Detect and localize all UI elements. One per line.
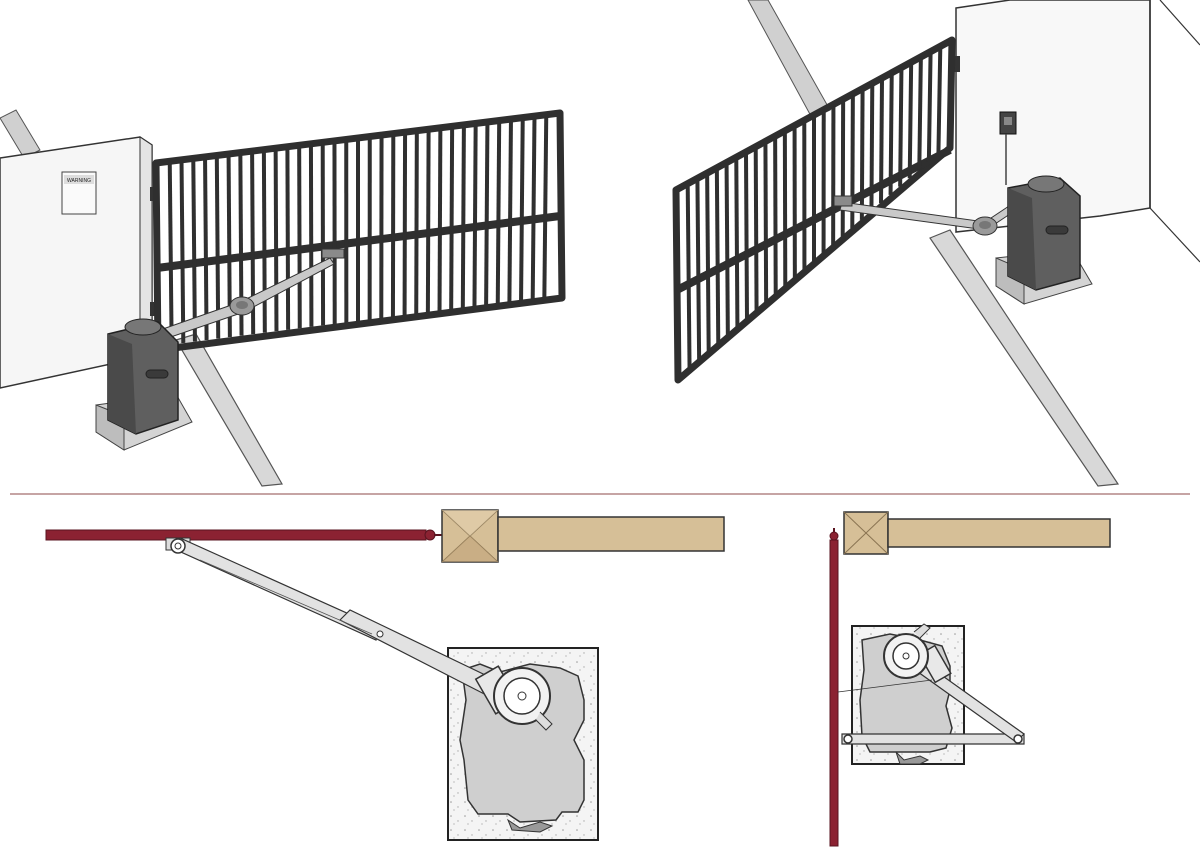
gate-leaf-red: [45, 529, 427, 541]
gate-bar: [449, 128, 455, 310]
warning-sign-icon: WARNING: [61, 171, 97, 215]
gate-bar: [879, 79, 884, 204]
gate-bar: [425, 131, 431, 313]
gate-bar: [926, 52, 933, 162]
right-gate-operator: [995, 175, 1093, 305]
gate-leaf-open-red: [829, 539, 839, 847]
gate-bar: [907, 63, 914, 179]
left-operator-arm: [159, 248, 345, 341]
left-gate-scene: WARNING: [0, 109, 566, 487]
gate-bar: [685, 186, 692, 370]
gate-bar: [214, 157, 221, 339]
gate-bar: [859, 90, 865, 220]
gate-post-open: [843, 511, 889, 555]
gate-bar: [519, 120, 525, 301]
gate-bar: [484, 124, 490, 305]
left-curb: [0, 109, 283, 487]
gate-bar: [714, 170, 721, 345]
gate-bar: [753, 149, 759, 312]
gate-bar: [763, 143, 769, 304]
gate-bar: [705, 175, 711, 354]
gate-bar: [734, 159, 740, 329]
gate-bar: [203, 159, 209, 341]
gate-bar: [744, 154, 749, 320]
gate-bar: [191, 160, 197, 342]
gate-bar: [167, 163, 174, 345]
gate-post: [441, 509, 499, 563]
right-swing-gate: [672, 36, 956, 384]
operator-drive-head: [474, 665, 553, 731]
wall-beam-open: [887, 518, 1111, 548]
gate-bar: [437, 130, 443, 311]
gate-bar: [273, 150, 279, 332]
wall-beam: [497, 516, 725, 552]
left-pillar: WARNING: [0, 136, 158, 389]
plan-view-open: [829, 511, 1111, 847]
gate-bar: [507, 121, 513, 302]
gate-bar: [460, 127, 466, 308]
gate-bar: [285, 149, 291, 330]
gate-bar: [898, 68, 904, 187]
right-gate-scene: [672, 0, 1200, 487]
gate-bar: [542, 117, 549, 298]
plan-view-closed: [45, 509, 725, 841]
gate-bar: [414, 133, 419, 314]
gate-bar: [495, 123, 502, 304]
gate-bar: [261, 152, 267, 333]
gate-bar: [530, 118, 537, 299]
gate-bar: [888, 74, 894, 195]
operator-drive-head-open: [883, 623, 952, 684]
gate-bar: [869, 84, 875, 212]
gate-bar: [297, 147, 302, 329]
photocell-icon: [999, 111, 1017, 185]
gate-bar: [724, 165, 730, 337]
gate-bar: [917, 58, 923, 170]
right-pillar: [952, 0, 1200, 263]
gate-bar: [773, 138, 778, 295]
gate-bar: [695, 181, 702, 362]
gate-bar: [179, 162, 186, 344]
left-gate-operator: [95, 318, 193, 451]
gate-bar: [936, 47, 943, 154]
sign-label: WARNING: [67, 178, 91, 184]
gate-bar: [472, 126, 478, 307]
right-curb: [747, 0, 1120, 487]
